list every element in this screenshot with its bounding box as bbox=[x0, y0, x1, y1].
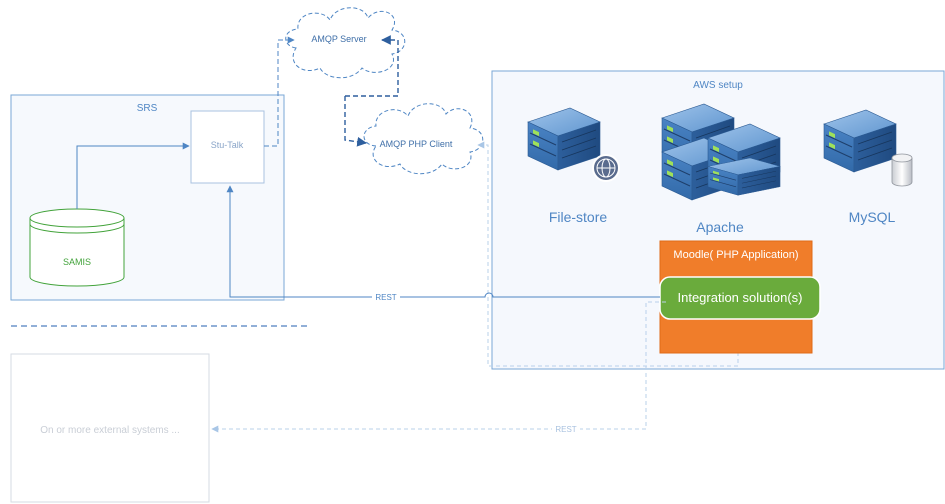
edge-integration-to-external bbox=[211, 301, 666, 433]
external-systems-label: On or more external systems ... bbox=[40, 425, 180, 436]
amqp-server-label: AMQP Server bbox=[311, 34, 366, 44]
samis-node bbox=[29, 208, 125, 287]
edge-stutalk-to-amqp-server bbox=[264, 36, 295, 147]
integration-label: Integration solution(s) bbox=[677, 290, 802, 305]
edge-samis-to-stutalk bbox=[76, 142, 190, 209]
stu-talk-node bbox=[190, 110, 265, 184]
rest-label-srs: REST bbox=[375, 293, 396, 302]
amqp-server-cloud bbox=[285, 7, 406, 79]
edge-amqp-server-to-client bbox=[345, 35, 399, 97]
file-store-server-icon bbox=[527, 107, 620, 182]
amqp-php-client-label: AMQP PHP Client bbox=[380, 139, 453, 149]
mysql-server-icon bbox=[823, 109, 913, 187]
amqp-php-client-cloud bbox=[363, 103, 484, 175]
edge-amqp-client-to-server bbox=[344, 96, 367, 147]
srs-label: SRS bbox=[137, 103, 158, 114]
file-store-label: File-store bbox=[549, 209, 608, 225]
moodle-label: Moodle( PHP Application) bbox=[673, 249, 798, 261]
mysql-label: MySQL bbox=[849, 209, 896, 225]
apache-label: Apache bbox=[696, 219, 744, 235]
aws-setup-label: AWS setup bbox=[693, 80, 743, 91]
rest-label-external: REST bbox=[555, 425, 576, 434]
edge-integration-to-stutalk bbox=[226, 185, 660, 298]
integration-node bbox=[659, 276, 821, 320]
external-systems-box bbox=[10, 353, 210, 503]
samis-label: SAMIS bbox=[63, 257, 91, 267]
stu-talk-label: Stu-Talk bbox=[211, 140, 244, 150]
